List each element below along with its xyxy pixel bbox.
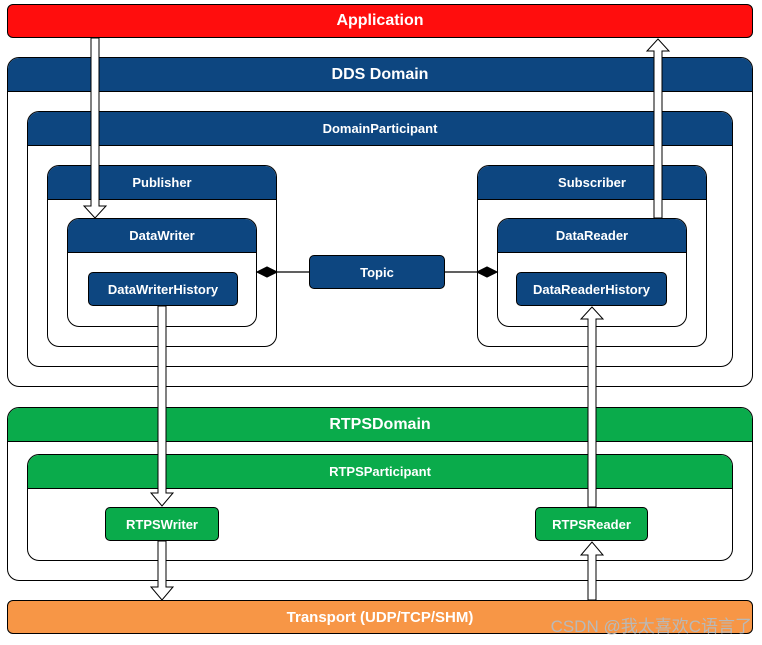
- rtps-domain-header: RTPSDomain: [8, 408, 752, 442]
- domain-participant-label: DomainParticipant: [322, 121, 438, 136]
- datawriter-history: DataWriterHistory: [88, 272, 238, 306]
- datawriter-label: DataWriter: [129, 228, 195, 243]
- topic-label: Topic: [360, 264, 394, 280]
- rtps-reader-label: RTPSReader: [552, 516, 631, 532]
- dds-domain-label: DDS Domain: [331, 65, 429, 83]
- arrow-datareader-to-app: [645, 38, 671, 219]
- datareader-label: DataReader: [555, 228, 629, 243]
- rtps-reader-box: RTPSReader: [535, 507, 648, 541]
- datareader-header: DataReader: [498, 219, 686, 253]
- arrow-rtpsreader-to-readerhistory: [579, 306, 605, 508]
- subscriber-label: Subscriber: [558, 175, 626, 190]
- arrow-writerhistory-to-rtpswriter: [149, 305, 175, 507]
- domain-participant-header: DomainParticipant: [28, 112, 732, 146]
- datareader-history-label: DataReaderHistory: [532, 281, 651, 297]
- datawriter-header: DataWriter: [68, 219, 256, 253]
- datareader-history: DataReaderHistory: [516, 272, 667, 306]
- rtps-writer-label: RTPSWriter: [126, 516, 198, 532]
- rtps-participant-label: RTPSParticipant: [329, 464, 431, 479]
- arrow-app-to-datawriter: [82, 37, 108, 219]
- watermark: CSDN @我太喜欢C语言了: [550, 617, 752, 636]
- subscriber-header: Subscriber: [478, 166, 706, 200]
- diamond-datareader: [475, 266, 499, 278]
- dds-domain-header: DDS Domain: [8, 58, 752, 92]
- rtps-participant-header: RTPSParticipant: [28, 455, 732, 489]
- arrow-rtpswriter-to-transport: [149, 540, 175, 601]
- rtps-writer-box: RTPSWriter: [105, 507, 219, 541]
- rtps-domain-label: RTPSDomain: [329, 415, 431, 433]
- application-label: Application: [336, 12, 424, 29]
- diamond-datawriter: [255, 266, 279, 278]
- transport-bar: Transport (UDP/TCP/SHM): [7, 600, 753, 634]
- publisher-header: Publisher: [48, 166, 276, 200]
- publisher-label: Publisher: [132, 175, 192, 190]
- arrow-transport-to-rtpsreader: [579, 541, 605, 601]
- transport-label: Transport (UDP/TCP/SHM): [286, 608, 474, 626]
- application-bar: Application: [7, 4, 753, 38]
- topic-box: Topic: [309, 255, 445, 289]
- datawriter-history-label: DataWriterHistory: [107, 281, 219, 297]
